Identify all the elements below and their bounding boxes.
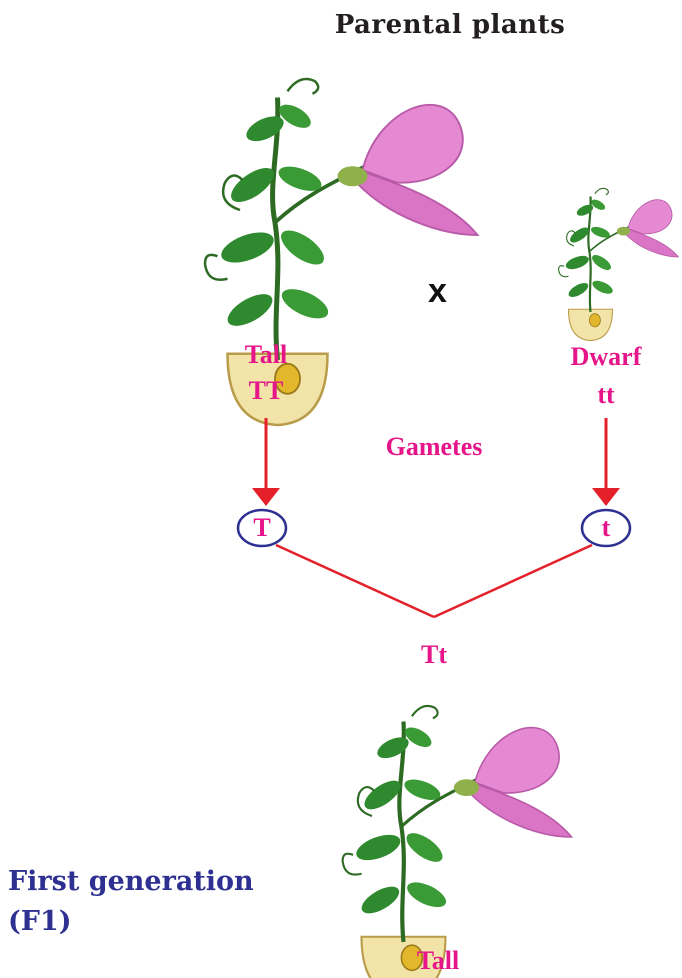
fusion-line-left <box>275 543 435 619</box>
dwarf-pea-plant-icon <box>557 187 680 342</box>
offspring-pea-plant-icon <box>343 706 572 978</box>
dwarf-phenotype-label: Dwarf <box>570 342 642 371</box>
tall-genotype-label: TT <box>248 376 284 405</box>
tall-gamete-circle <box>236 508 288 548</box>
tall-pea-plant-icon <box>205 79 478 425</box>
tall-gamete-letter: T <box>253 513 271 542</box>
fusion-line-right <box>433 543 593 619</box>
cross-symbol: x <box>428 272 447 310</box>
tall-phenotype-label: Tall <box>244 340 288 369</box>
dwarf-gamete-letter: t <box>601 513 611 542</box>
dwarf-genotype-label: tt <box>597 380 615 409</box>
dwarf-gamete-circle <box>580 508 632 548</box>
generation-label: First generation (F1) <box>8 862 254 942</box>
dwarf-gamete-arrow-head <box>592 488 620 506</box>
generation-label-line1: First generation <box>8 866 254 897</box>
page-title: Parental plants <box>334 10 566 40</box>
gametes-label: Gametes <box>385 432 483 461</box>
generation-label-line2: (F1) <box>8 906 72 937</box>
offspring-genotype-label: Tt <box>421 640 447 669</box>
offspring-phenotype-label: Tall <box>416 946 460 975</box>
tall-gamete-arrow-head <box>252 488 280 506</box>
